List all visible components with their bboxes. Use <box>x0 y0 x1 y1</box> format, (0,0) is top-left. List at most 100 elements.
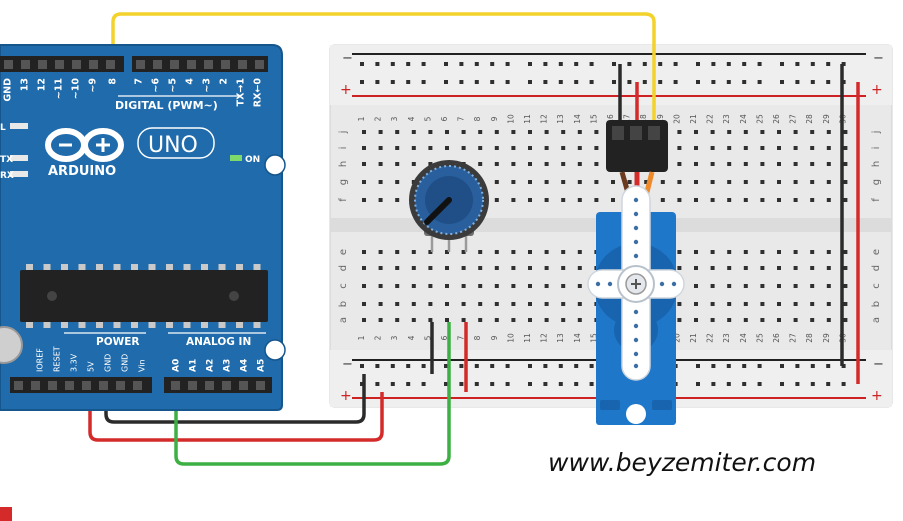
rail-hole[interactable] <box>421 62 426 66</box>
rail-hole[interactable] <box>711 382 716 386</box>
breadboard-hole[interactable] <box>445 266 449 270</box>
breadboard-hole[interactable] <box>494 146 499 150</box>
breadboard-hole[interactable] <box>428 130 433 134</box>
breadboard-hole[interactable] <box>793 318 798 322</box>
breadboard-hole[interactable] <box>677 302 682 306</box>
rail-hole[interactable] <box>826 80 831 84</box>
breadboard-hole[interactable] <box>810 130 815 134</box>
breadboard-hole[interactable] <box>577 302 582 306</box>
header-pin[interactable] <box>133 381 142 390</box>
breadboard-hole[interactable] <box>362 162 366 166</box>
rail-hole[interactable] <box>742 80 747 84</box>
rail-hole[interactable] <box>543 382 548 386</box>
breadboard-hole[interactable] <box>445 302 449 306</box>
breadboard-hole[interactable] <box>511 250 516 254</box>
breadboard-hole[interactable] <box>826 162 831 166</box>
breadboard-hole[interactable] <box>644 180 649 184</box>
breadboard-hole[interactable] <box>660 198 665 202</box>
breadboard-hole[interactable] <box>843 162 848 166</box>
rail-hole[interactable] <box>589 364 594 368</box>
breadboard-hole[interactable] <box>594 180 599 184</box>
breadboard-hole[interactable] <box>378 146 383 150</box>
rail-hole[interactable] <box>780 62 784 66</box>
servo-horn[interactable] <box>587 185 685 381</box>
rail-hole[interactable] <box>360 62 364 66</box>
breadboard-hole[interactable] <box>577 146 582 150</box>
breadboard-hole[interactable] <box>378 266 383 270</box>
rail-hole[interactable] <box>673 80 678 84</box>
rail-hole[interactable] <box>757 80 762 84</box>
breadboard-hole[interactable] <box>793 130 798 134</box>
breadboard-hole[interactable] <box>843 318 848 322</box>
breadboard-hole[interactable] <box>826 250 831 254</box>
rail-hole[interactable] <box>558 364 563 368</box>
rail-hole[interactable] <box>826 364 831 368</box>
rail-hole[interactable] <box>627 62 632 66</box>
breadboard-hole[interactable] <box>561 146 566 150</box>
rail-hole[interactable] <box>742 62 747 66</box>
header-pin[interactable] <box>170 60 179 69</box>
breadboard-hole[interactable] <box>395 198 400 202</box>
rail-hole[interactable] <box>375 80 380 84</box>
breadboard-hole[interactable] <box>445 146 449 150</box>
breadboard-hole[interactable] <box>511 266 516 270</box>
rail-hole[interactable] <box>505 364 510 368</box>
breadboard-hole[interactable] <box>494 318 499 322</box>
breadboard-hole[interactable] <box>694 162 698 166</box>
breadboard-hole[interactable] <box>677 146 682 150</box>
rail-hole[interactable] <box>375 364 380 368</box>
rail-hole[interactable] <box>459 62 464 66</box>
breadboard-hole[interactable] <box>710 146 715 150</box>
breadboard-hole[interactable] <box>511 302 516 306</box>
rail-hole[interactable] <box>474 364 479 368</box>
breadboard-hole[interactable] <box>561 130 566 134</box>
header-pin[interactable] <box>21 60 30 69</box>
header-pin[interactable] <box>205 381 214 390</box>
header-pin[interactable] <box>48 381 57 390</box>
breadboard-hole[interactable] <box>793 284 798 288</box>
rail-hole[interactable] <box>444 80 448 84</box>
breadboard-hole[interactable] <box>378 250 383 254</box>
rail-hole[interactable] <box>421 382 426 386</box>
rail-hole[interactable] <box>574 382 579 386</box>
breadboard-hole[interactable] <box>727 250 732 254</box>
breadboard-hole[interactable] <box>461 250 466 254</box>
breadboard-hole[interactable] <box>743 180 748 184</box>
rail-hole[interactable] <box>574 80 579 84</box>
breadboard-hole[interactable] <box>810 302 815 306</box>
breadboard-hole[interactable] <box>378 198 383 202</box>
breadboard-hole[interactable] <box>577 162 582 166</box>
rail-hole[interactable] <box>390 80 395 84</box>
potentiometer[interactable] <box>409 160 489 252</box>
header-pin[interactable] <box>14 381 23 390</box>
breadboard-hole[interactable] <box>445 130 449 134</box>
rail-hole[interactable] <box>795 62 800 66</box>
breadboard-hole[interactable] <box>810 318 815 322</box>
header-pin[interactable] <box>106 60 115 69</box>
rail-hole[interactable] <box>459 80 464 84</box>
breadboard-hole[interactable] <box>561 180 566 184</box>
breadboard-hole[interactable] <box>478 130 483 134</box>
breadboard-hole[interactable] <box>710 266 715 270</box>
breadboard-hole[interactable] <box>777 302 781 306</box>
breadboard-hole[interactable] <box>826 146 831 150</box>
breadboard-hole[interactable] <box>428 162 433 166</box>
breadboard-hole[interactable] <box>494 180 499 184</box>
breadboard-hole[interactable] <box>528 162 532 166</box>
rail-hole[interactable] <box>375 382 380 386</box>
rail-hole[interactable] <box>757 382 762 386</box>
breadboard-hole[interactable] <box>843 198 848 202</box>
breadboard-hole[interactable] <box>411 130 416 134</box>
rail-hole[interactable] <box>490 382 495 386</box>
breadboard-hole[interactable] <box>395 180 400 184</box>
breadboard-hole[interactable] <box>544 180 549 184</box>
rail-hole[interactable] <box>505 382 510 386</box>
breadboard-hole[interactable] <box>710 302 715 306</box>
header-pin[interactable] <box>31 381 40 390</box>
breadboard-hole[interactable] <box>362 130 366 134</box>
breadboard-hole[interactable] <box>594 146 599 150</box>
rail-hole[interactable] <box>474 80 479 84</box>
rail-hole[interactable] <box>360 382 364 386</box>
breadboard-hole[interactable] <box>478 284 483 288</box>
breadboard-hole[interactable] <box>694 318 698 322</box>
